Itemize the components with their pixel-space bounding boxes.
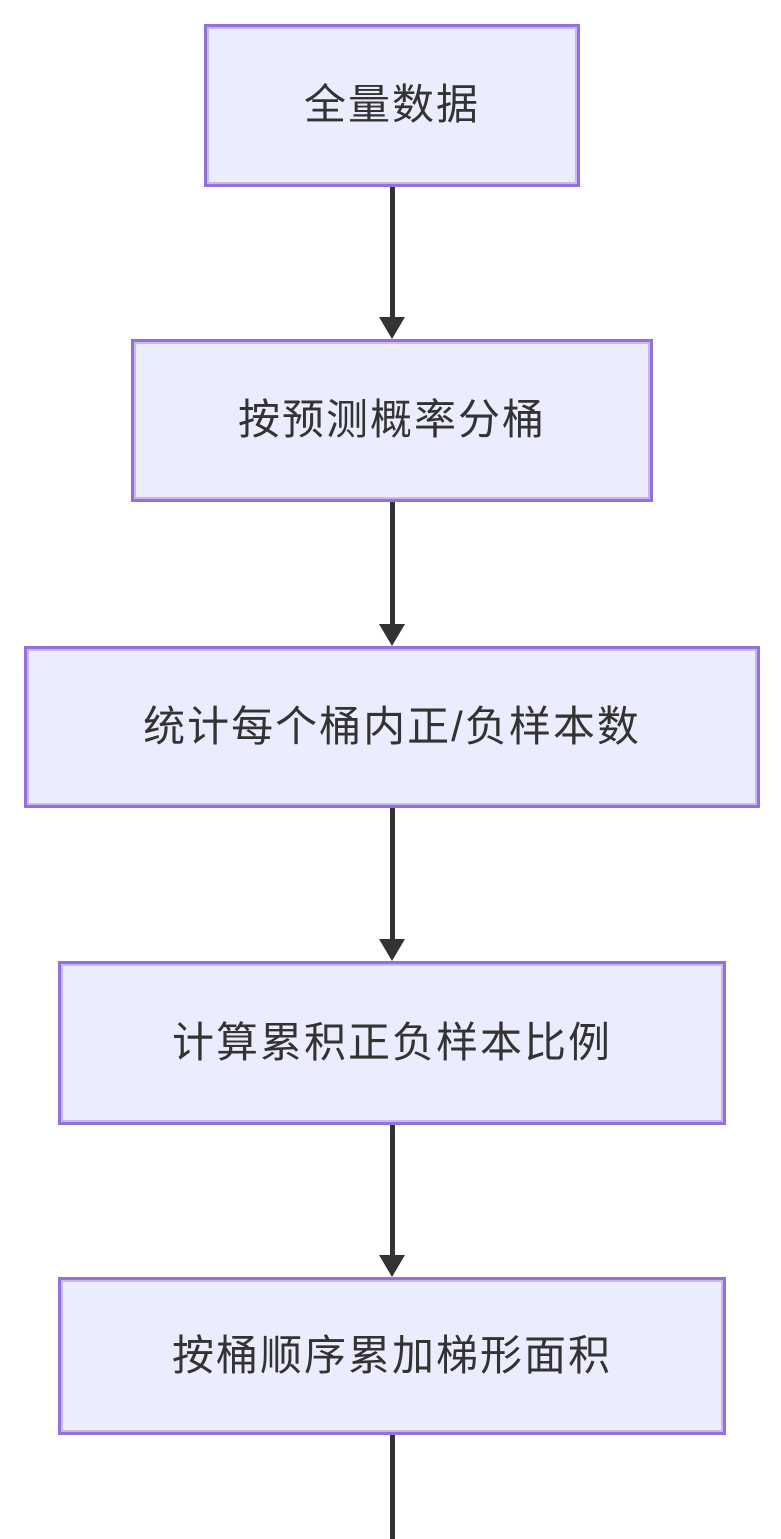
node-cumulative-pos-neg-ratio: 计算累积正负样本比例 [58, 961, 726, 1125]
arrowhead-icon [379, 1255, 405, 1277]
node-label: 计算累积正负样本比例 [171, 1018, 612, 1066]
arrowhead-icon [379, 624, 405, 646]
edge-line-2 [390, 502, 395, 624]
edge-line-4 [390, 1125, 395, 1255]
edge-line-1 [390, 187, 395, 317]
node-count-pos-neg-per-bucket: 统计每个桶内正/负样本数 [24, 646, 760, 808]
edge-line-3 [390, 808, 395, 939]
node-label: 按预测概率分桶 [237, 396, 546, 444]
arrowhead-icon [379, 939, 405, 961]
node-bucket-by-predicted-probability: 按预测概率分桶 [131, 339, 653, 502]
node-label: 全量数据 [303, 81, 480, 129]
node-label: 统计每个桶内正/负样本数 [143, 702, 641, 750]
arrowhead-icon [379, 317, 405, 339]
node-label: 按桶顺序累加梯形面积 [171, 1331, 612, 1379]
node-accumulate-trapezoid-area: 按桶顺序累加梯形面积 [58, 1277, 726, 1435]
node-full-data: 全量数据 [204, 24, 580, 187]
edge-line-tail [390, 1435, 395, 1539]
